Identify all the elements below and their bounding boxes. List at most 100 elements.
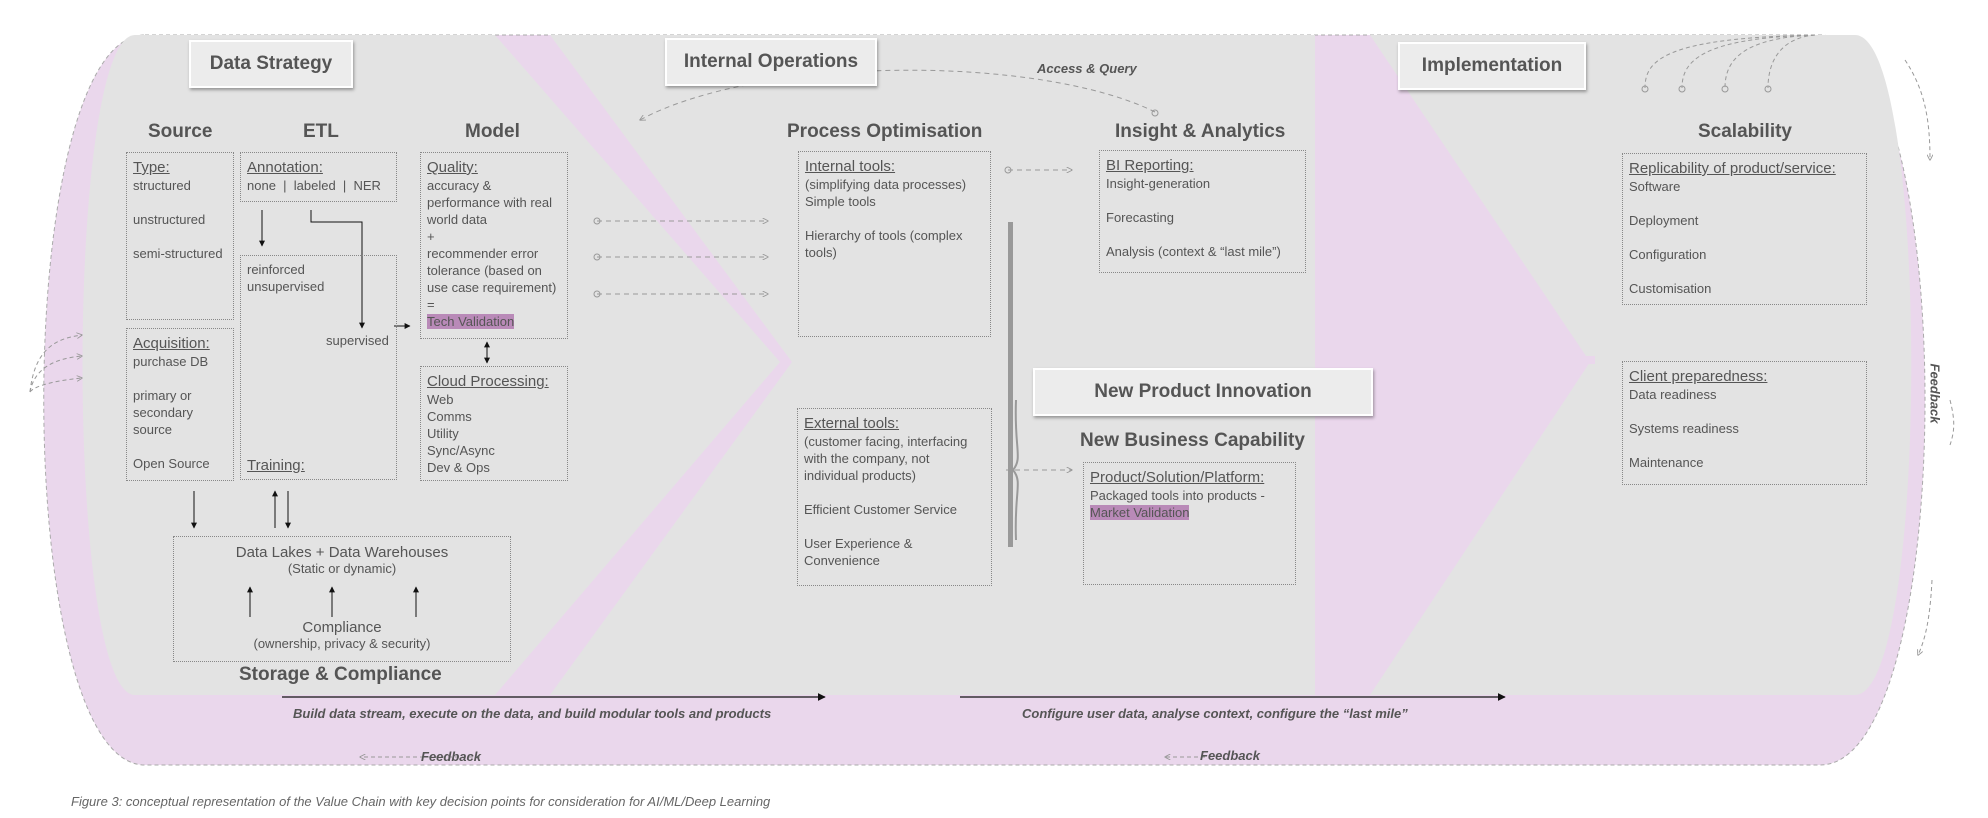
header-process-optimisation: Process Optimisation [787,121,983,142]
list-item: with the company, not [804,451,930,466]
list-item: primary or [133,388,192,403]
external-tools-box: External tools: (customer facing, interf… [797,408,992,586]
segment-data-strategy [82,35,780,695]
list-item: Open Source [133,456,210,471]
list-item: purchase DB [133,354,209,369]
model-cloud-title: Cloud Processing: [427,373,549,390]
list-item: Deployment [1629,213,1699,228]
list-item: world data [427,212,487,227]
list-item: Hierarchy of tools (complex [805,228,963,243]
etl-training-supervised: supervised [326,333,389,348]
segment-internal-operations [550,35,1315,695]
market-validation-highlight: Market Validation [1090,505,1190,520]
product-platform-line: Packaged tools into products - [1090,488,1265,503]
model-quality-title: Quality: [427,159,478,176]
list-item: secondary [133,405,193,420]
list-item: User Experience & [804,536,913,551]
internal-tools-title: Internal tools: [805,158,896,175]
etl-annotation-box: Annotation: none | labeled | NER [240,152,397,202]
list-item: performance with real [427,195,552,210]
list-item: Insight-generation [1106,176,1211,191]
list-item: Software [1629,179,1681,194]
external-tools-title: External tools: [804,415,900,432]
list-item: reinforced [247,262,305,277]
list-item: Systems readiness [1629,421,1739,436]
list-item: tolerance (based on [427,263,542,278]
list-item: Convenience [804,553,880,568]
phase-internal-operations: Internal Operations [665,38,877,86]
segment-implementation [1370,35,1912,695]
list-item: Comms [427,409,472,424]
source-type-title: Type: [133,159,170,176]
model-cloud-box: Cloud Processing: Web Comms Utility Sync… [420,366,568,481]
etl-training-title: Training: [247,457,305,474]
tech-validation-highlight: Tech Validation [427,314,515,329]
figure-caption: Figure 3: conceptual representation of t… [71,794,771,809]
configure-user-label: Configure user data, analyse context, co… [1022,706,1408,721]
list-item: tools) [805,245,837,260]
build-stream-label: Build data stream, execute on the data, … [293,706,772,721]
feedback-side-label: Feedback [1927,363,1943,424]
list-item: Forecasting [1106,210,1174,225]
phase-new-product-innovation: New Product Innovation [1033,368,1373,416]
list-item: Sync/Async [427,443,495,458]
etl-training-box: reinforced unsupervised supervised Train… [240,255,397,480]
replicability-box: Replicability of product/service: Softwa… [1622,153,1867,305]
bi-reporting-title: BI Reporting: [1106,157,1194,174]
feedback-left-label: Feedback [421,749,481,764]
compliance-subtitle: (ownership, privacy & security) [253,636,431,651]
bi-reporting-box: BI Reporting: Insight-generation Forecas… [1099,150,1306,273]
phase-implementation: Implementation [1398,42,1586,90]
access-query-label: Access & Query [1037,61,1137,76]
header-new-business-capability: New Business Capability [1080,430,1305,451]
list-item: accuracy & [427,178,492,193]
product-platform-title: Product/Solution/Platform: [1090,469,1265,486]
list-item: Maintenance [1629,455,1704,470]
storage-subtitle: (Static or dynamic) [287,561,397,576]
client-preparedness-box: Client preparedness: Data readiness Syst… [1622,361,1867,485]
list-item: use case requirement) [427,280,557,295]
storage-title: Data Lakes + Data Warehouses (Static or … [173,544,511,576]
feedback-right-label: Feedback [1200,748,1260,763]
phase-data-strategy: Data Strategy [189,40,353,88]
list-item: individual products) [804,468,917,483]
header-source: Source [148,121,213,142]
etl-annotation-title: Annotation: [247,159,323,176]
list-item: Configuration [1629,247,1707,262]
client-preparedness-title: Client preparedness: [1629,368,1768,385]
tools-brace-bar [1008,222,1013,547]
header-storage-compliance: Storage & Compliance [239,664,442,685]
header-model: Model [465,121,520,142]
list-item: Simple tools [805,194,876,209]
list-item: structured [133,178,191,193]
list-item: = [427,297,435,312]
source-acquisition-title: Acquisition: [133,335,210,352]
replicability-title: Replicability of product/service: [1629,160,1836,177]
source-acquisition-box: Acquisition: purchase DB primary or seco… [126,328,234,481]
list-item: Web [427,392,454,407]
etl-annotation-options: none | labeled | NER [247,178,381,193]
compliance-title-text: Compliance [302,619,382,636]
list-item: recommender error [427,246,539,261]
list-item: source [133,422,173,437]
header-insight-analytics: Insight & Analytics [1115,121,1286,142]
list-item: unstructured [133,212,206,227]
access-query-arrow [640,69,1156,120]
model-quality-box: Quality: accuracy & performance with rea… [420,152,568,339]
list-item: Analysis (context & “last mile”) [1106,244,1281,259]
header-etl: ETL [303,121,339,142]
list-item: Dev & Ops [427,460,490,475]
storage-box [173,536,511,662]
list-item: (simplifying data processes) [805,177,967,192]
storage-title-text: Data Lakes + Data Warehouses [235,544,449,561]
source-type-box: Type: structured unstructured semi-struc… [126,152,234,320]
product-platform-box: Product/Solution/Platform: Packaged tool… [1083,462,1296,585]
tools-brace [1012,469,1019,541]
list-item: (customer facing, interfacing [804,434,968,449]
list-item: Customisation [1629,281,1712,296]
header-scalability: Scalability [1698,121,1792,142]
internal-tools-box: Internal tools: (simplifying data proces… [798,151,991,337]
list-item: Efficient Customer Service [804,502,957,517]
compliance-title: Compliance (ownership, privacy & securit… [173,619,511,651]
